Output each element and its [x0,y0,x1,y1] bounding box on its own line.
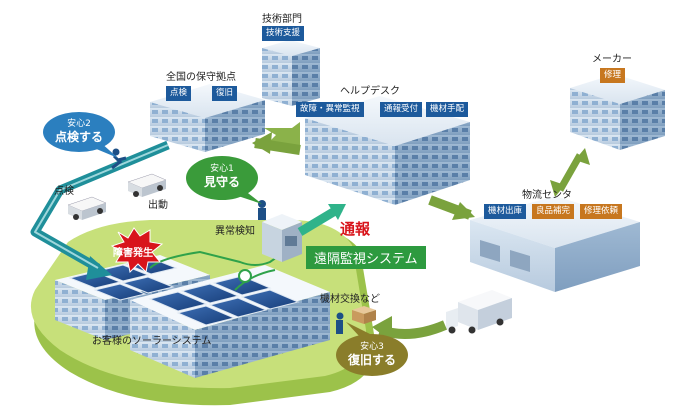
inspection-tag: 点検 [166,86,192,101]
assurance-1-bubble: 安心1 見守る [190,164,254,189]
sensor-node [238,269,252,283]
assurance-2-small: 安心2 [67,119,91,129]
equipment-arrangement-tag: 機材手配 [426,102,469,117]
inspection-label: 点検 [54,186,74,197]
running-technician-icon [111,148,127,170]
assurance-2-bubble: 安心2 点検する [45,119,113,144]
service-car-2-icon [127,173,167,197]
tech-dept-building [262,40,320,106]
dispatch-label: 出動 [148,200,168,211]
anomaly-detected-label: 異常検知 [215,226,255,237]
fault-monitoring-tag: 故障・異常監視 [296,102,364,117]
field-engineer-icon [336,312,344,334]
repair-request-tag: 修理依頼 [580,204,623,219]
report-reception-tag: 通報受付 [380,102,423,117]
assurance-bubble-1-shape [186,156,262,204]
tech-dept-title: 技術部門 [262,14,302,25]
assurance-3-small: 安心3 [360,342,384,352]
maker-title: メーカー [592,54,632,65]
maintenance-base-title: 全国の保守拠点 [166,72,236,83]
fault-occurrence-label: 障害発生 [113,248,153,259]
assurance-3-big: 復旧する [347,353,396,367]
service-car-1-icon [67,196,107,220]
maker-building [570,74,665,150]
assurance-bubble-2-shape [43,112,118,158]
customer-solar-buildings [55,255,330,378]
equipment-exchange-label: 機材交換など [320,294,380,305]
report-label: 通報 [340,220,371,238]
assurance-1-big: 見守る [203,175,240,189]
helpdesk-title: ヘルプデスク [340,86,400,97]
customer-solar-system-label: お客様のソーラーシステム [92,336,212,347]
assurance-3-bubble: 安心3 復旧する [338,342,406,367]
logistics-title: 物流センタ [522,190,572,201]
assurance-2-big: 点検する [54,130,103,144]
fault-burst-icon [110,227,164,274]
assurance-bubble-3-shape [336,322,408,376]
delivery-truck-icon [446,290,512,334]
replacement-parts-icon [352,306,376,324]
equipment-dispatch-tag: 機材出庫 [484,204,527,219]
flow-arrows [252,122,590,342]
monitoring-cabinet [262,214,302,262]
repair-tag: 修理 [600,68,626,83]
tech-support-tag: 技術支援 [262,26,305,41]
assurance-1-small: 安心1 [210,164,234,174]
report-arrow [297,204,346,236]
goods-supplement-tag: 良品補完 [532,204,575,219]
recovery-tag: 復旧 [212,86,238,101]
remote-monitoring-label: 遠隔監視システム [306,246,426,269]
